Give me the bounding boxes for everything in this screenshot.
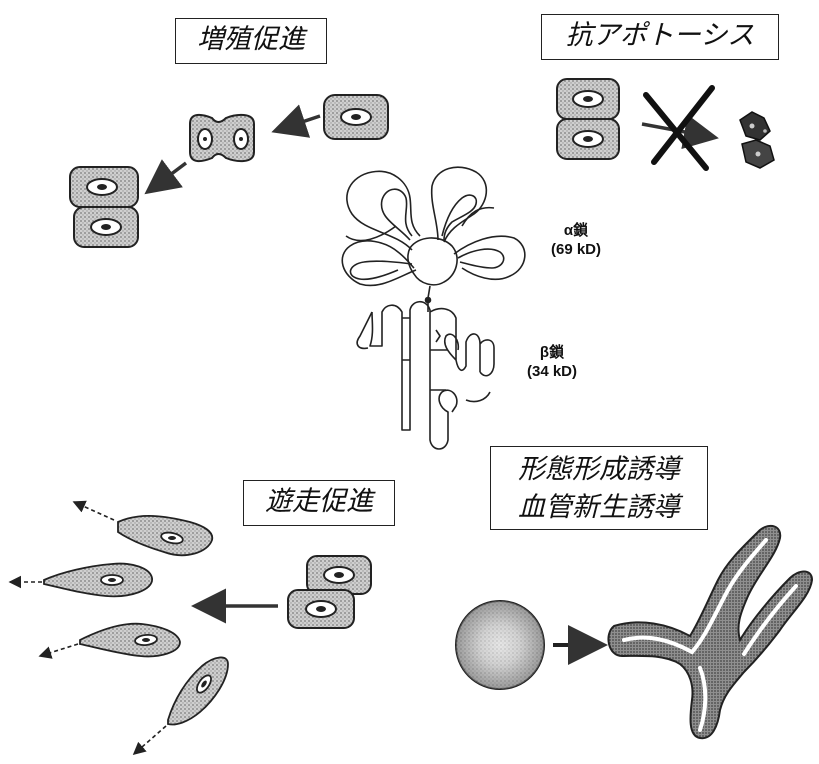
kringle-1 xyxy=(346,170,421,251)
anti-apoptosis-text: 抗アポトーシス xyxy=(565,20,755,51)
migration-text: 遊走促進 xyxy=(265,486,373,517)
beta-chain-name: β鎖 xyxy=(539,344,565,361)
anti-apoptosis-cells xyxy=(556,78,775,171)
cell-dividing xyxy=(189,113,255,163)
beta-chain-mass: (34 kD) xyxy=(526,362,578,380)
label-anti-apoptosis: 抗アポトーシス xyxy=(541,14,779,60)
angiogenesis-text: 血管新生誘導 xyxy=(518,492,680,523)
migration-cells xyxy=(8,500,372,756)
proliferation-text: 増殖促進 xyxy=(197,24,305,55)
kringle-4 xyxy=(341,240,417,287)
migrating-cell-4 xyxy=(132,656,229,756)
arrow-split xyxy=(144,159,188,195)
kringle-2 xyxy=(430,166,488,243)
morphogenesis-text: 形態形成誘導 xyxy=(518,454,680,485)
label-proliferation: 増殖促進 xyxy=(175,18,327,64)
alpha-chain-mass: (69 kD) xyxy=(550,240,602,258)
beta-chain xyxy=(369,300,495,450)
hgf-molecule xyxy=(341,166,526,450)
block-cross-2 xyxy=(651,85,715,165)
kringle-3 xyxy=(453,235,526,281)
label-migration: 遊走促進 xyxy=(243,480,395,526)
alpha-chain-name: α鎖 xyxy=(563,222,589,239)
cell-single xyxy=(323,94,389,140)
proliferation-cells xyxy=(69,94,389,248)
beta-chain-label: β鎖 (34 kD) xyxy=(512,344,592,382)
migrating-cell-2 xyxy=(8,562,153,598)
arrow-divide xyxy=(271,104,321,138)
cell-pair xyxy=(69,166,139,248)
migrating-cell-1 xyxy=(72,500,214,557)
branched-tubule xyxy=(607,524,814,740)
morphogenesis xyxy=(455,524,814,740)
alpha-chain-label: α鎖 (69 kD) xyxy=(540,222,612,260)
label-morphogenesis: 形態形成誘導 血管新生誘導 xyxy=(490,446,708,530)
migrating-cell-3 xyxy=(38,622,181,659)
apoptotic-bodies xyxy=(739,111,775,169)
